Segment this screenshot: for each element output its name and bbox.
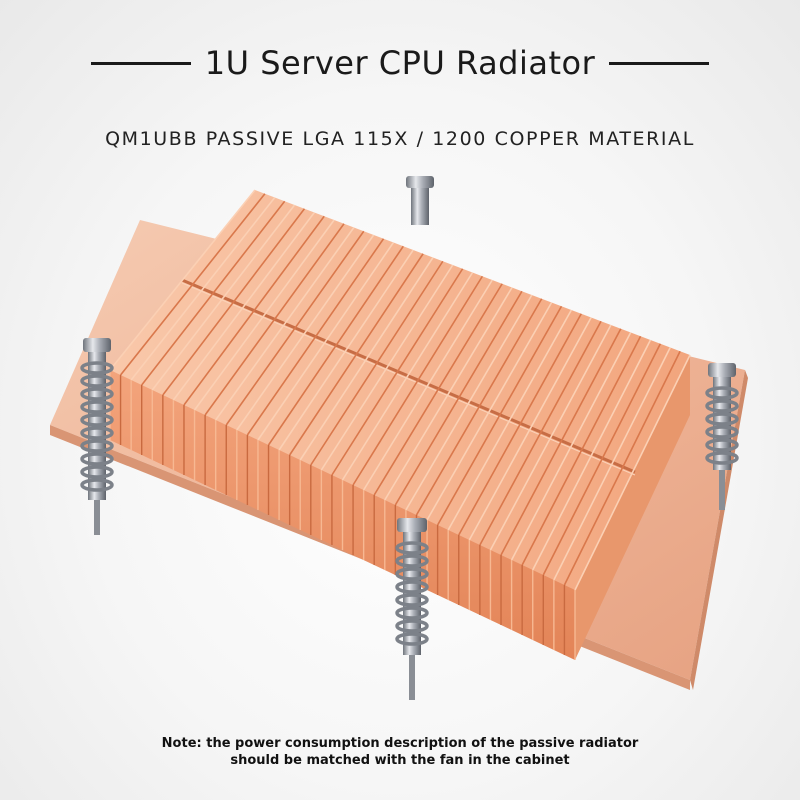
screw-back (406, 176, 434, 225)
copper-heatsink-image (50, 176, 748, 700)
screw-front-left (80, 338, 114, 535)
title-left-rule (90, 61, 191, 65)
page-subtitle: QM1UBB PASSIVE LGA 115X / 1200 COPPER MA… (105, 128, 695, 150)
page-title: 1U Server CPU Radiator (204, 44, 596, 82)
screw-front (395, 518, 429, 700)
note-line-2: should be matched with the fan in the ca… (230, 753, 570, 768)
footer-note: Note: the power consumption description … (0, 735, 800, 769)
screw-right (705, 363, 739, 510)
note-line-1: Note: the power consumption description … (161, 736, 639, 751)
fin-block (109, 189, 691, 660)
title-row: 1U Server CPU Radiator (0, 38, 800, 88)
product-image (0, 170, 800, 710)
title-right-rule (609, 61, 710, 65)
